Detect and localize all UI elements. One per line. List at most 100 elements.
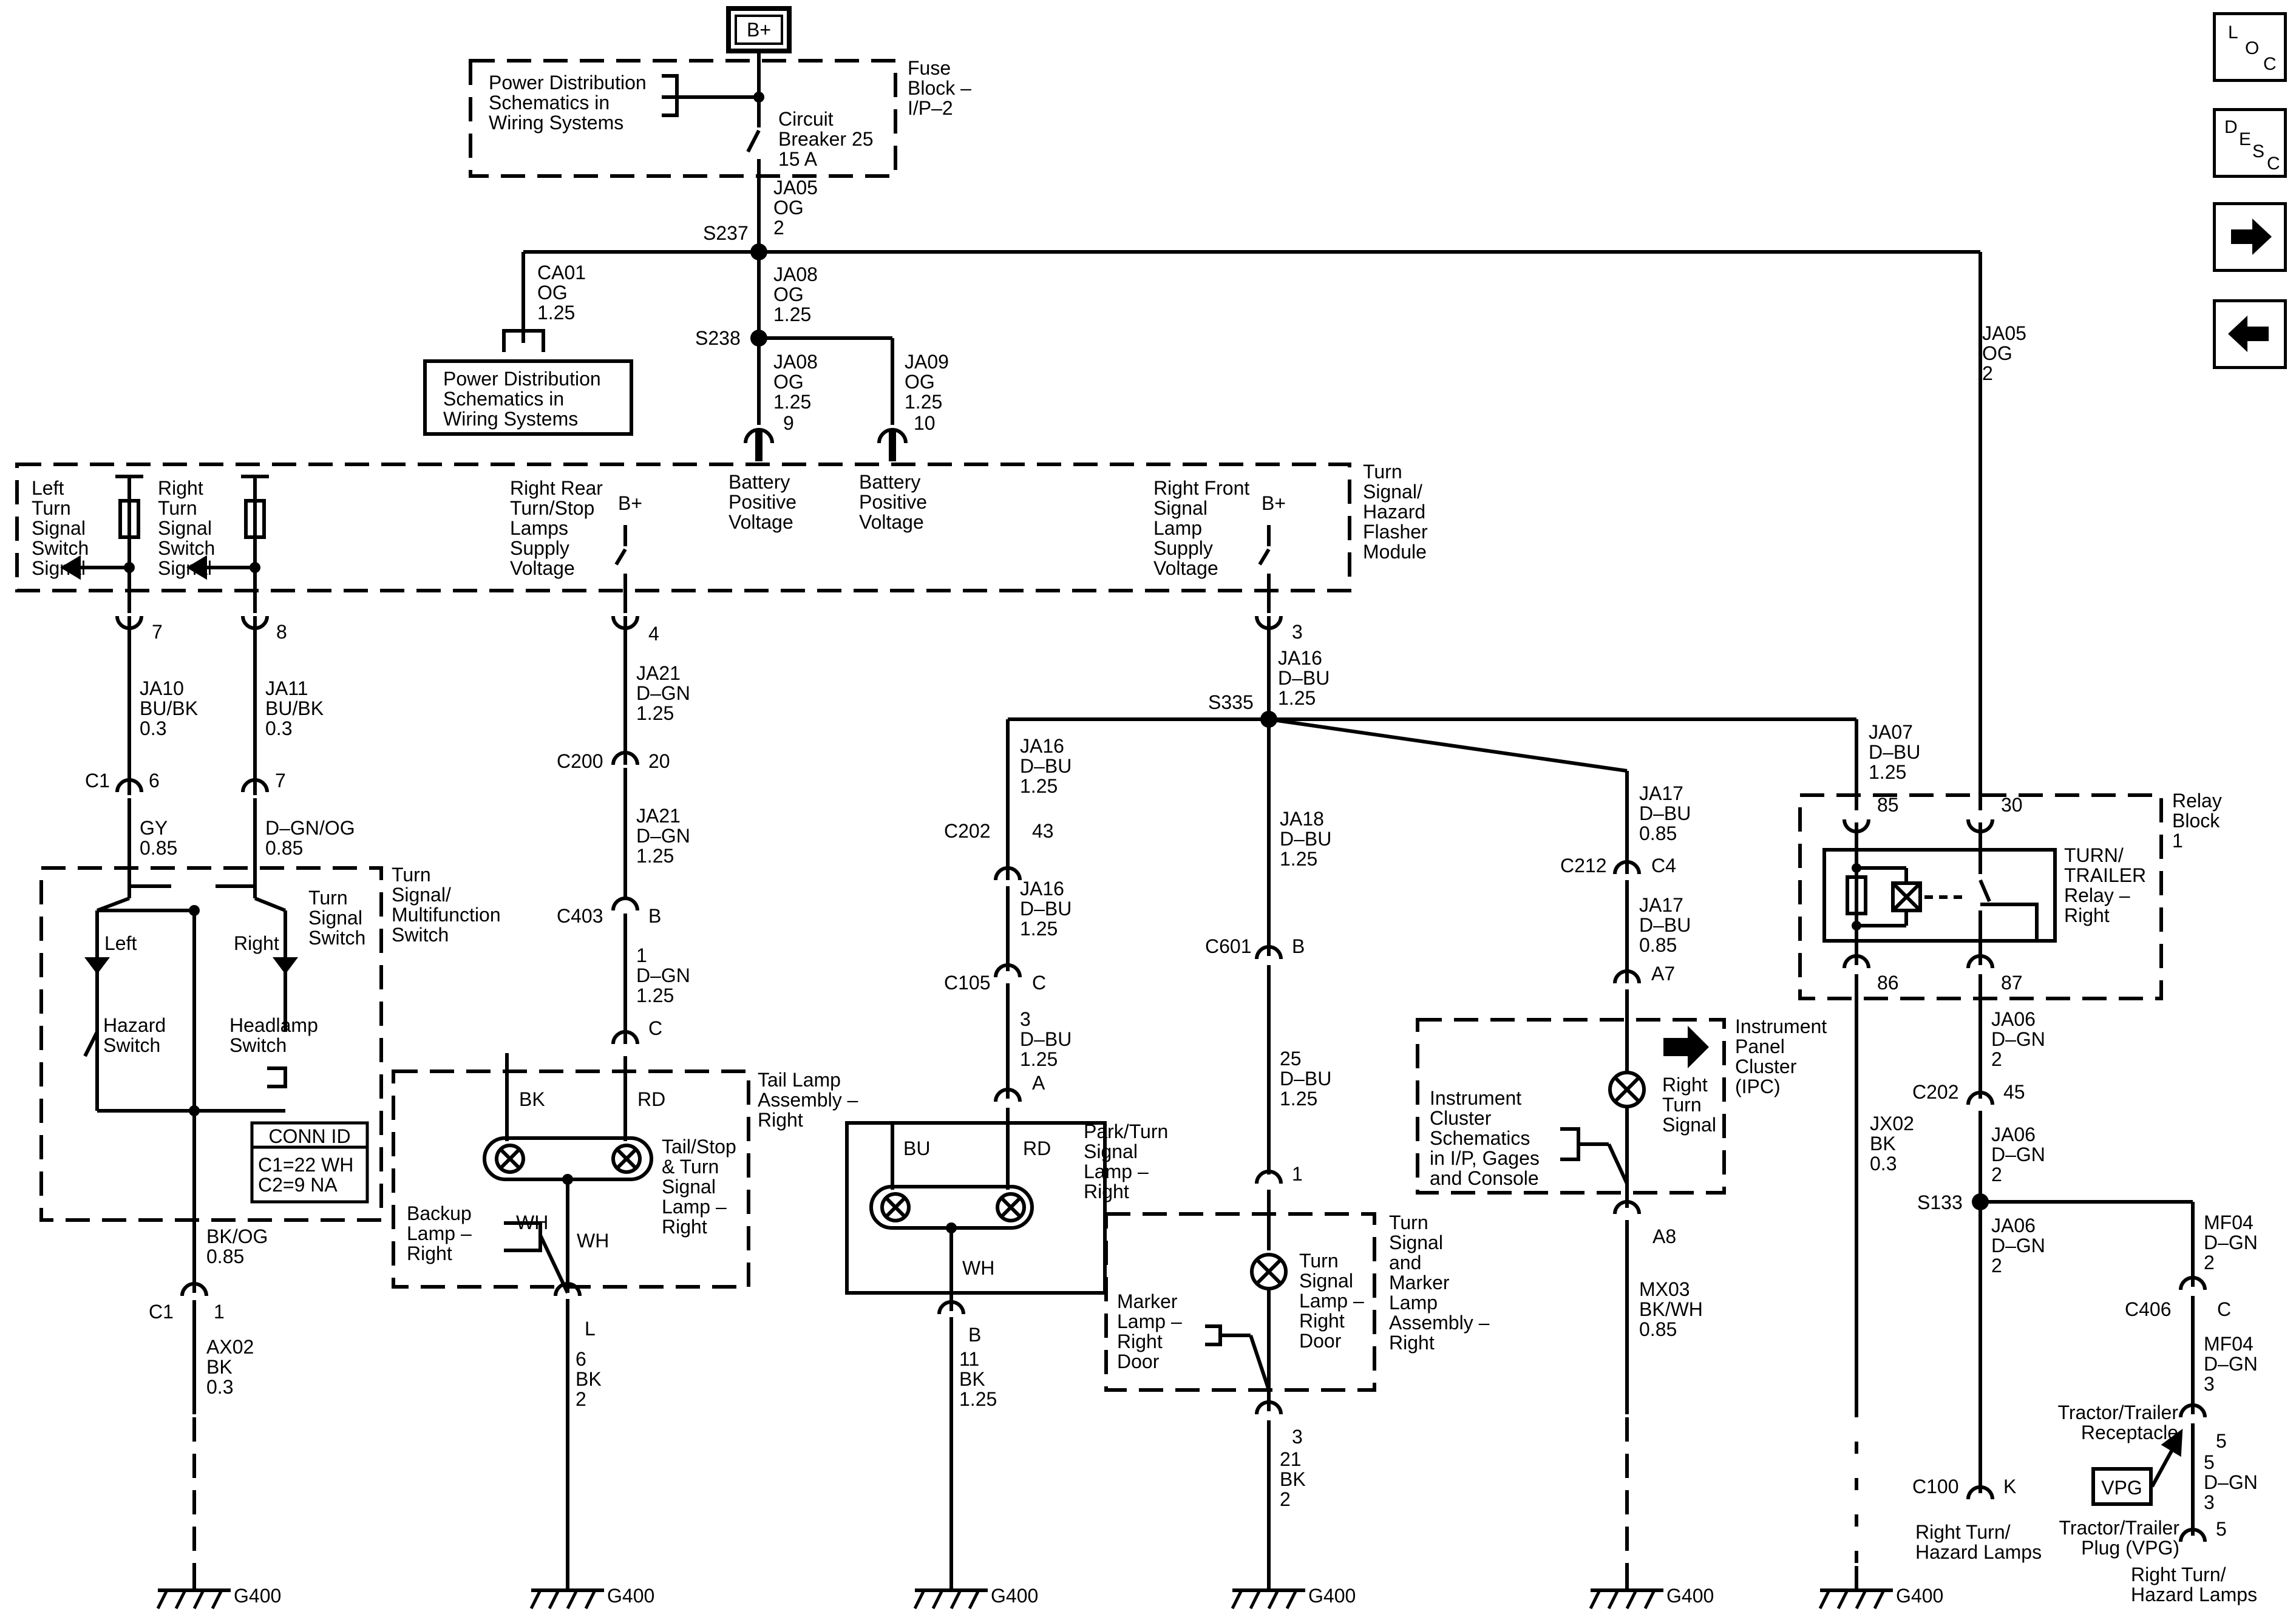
ipc-outline <box>1416 1018 1726 1195</box>
svg-text:0.85: 0.85 <box>1639 934 1677 956</box>
svg-text:Marker: Marker <box>1117 1290 1178 1312</box>
desc-button[interactable]: D E S C <box>2213 108 2287 178</box>
svg-text:Hazard: Hazard <box>1363 501 1425 523</box>
svg-text:JA06: JA06 <box>1991 1215 2036 1236</box>
svg-text:Assembly –: Assembly – <box>758 1089 858 1111</box>
svg-text:BK: BK <box>1280 1468 1306 1490</box>
svg-text:D–GN: D–GN <box>636 964 690 986</box>
svg-text:21: 21 <box>1280 1448 1302 1470</box>
svg-text:Left: Left <box>32 477 64 499</box>
svg-text:10: 10 <box>914 412 936 434</box>
svg-text:5: 5 <box>2216 1430 2227 1452</box>
svg-text:C403: C403 <box>557 905 603 927</box>
svg-text:JA16: JA16 <box>1020 735 1064 757</box>
svg-text:Right: Right <box>1389 1332 1435 1354</box>
svg-text:Turn: Turn <box>1662 1094 1702 1116</box>
svg-text:Lamps: Lamps <box>510 517 568 539</box>
svg-text:C212: C212 <box>1560 855 1607 876</box>
svg-text:D–BU: D–BU <box>1020 898 1072 920</box>
svg-text:Signal: Signal <box>1299 1270 1353 1292</box>
svg-text:BK: BK <box>519 1088 545 1110</box>
svg-text:0.3: 0.3 <box>1870 1153 1897 1175</box>
svg-text:Turn: Turn <box>158 497 197 519</box>
svg-text:Turn: Turn <box>392 864 431 886</box>
svg-text:OG: OG <box>905 371 935 393</box>
power-dist-2-line1: Power Distribution <box>443 368 601 390</box>
svg-text:Tail Lamp: Tail Lamp <box>758 1069 841 1091</box>
svg-text:C: C <box>2217 1298 2231 1320</box>
s133-label: S133 <box>1917 1192 1963 1213</box>
svg-text:Park/Turn: Park/Turn <box>1084 1120 1168 1142</box>
svg-text:GY: GY <box>140 817 168 839</box>
svg-text:Signal: Signal <box>158 517 212 539</box>
svg-text:Cluster: Cluster <box>1735 1056 1797 1077</box>
svg-text:Right Turn/: Right Turn/ <box>2131 1564 2226 1585</box>
svg-text:Turn/Stop: Turn/Stop <box>510 497 594 519</box>
svg-text:1.25: 1.25 <box>636 845 674 867</box>
svg-text:1: 1 <box>2172 830 2183 852</box>
svg-text:Signal/: Signal/ <box>1363 481 1422 503</box>
svg-text:2: 2 <box>773 217 784 239</box>
svg-text:0.3: 0.3 <box>206 1376 233 1398</box>
svg-text:JX02: JX02 <box>1870 1113 1914 1134</box>
svg-text:D–GN/OG: D–GN/OG <box>265 817 355 839</box>
svg-text:Instrument: Instrument <box>1430 1087 1521 1109</box>
svg-text:in I/P, Gages: in I/P, Gages <box>1430 1147 1540 1169</box>
svg-text:Backup: Backup <box>407 1202 472 1224</box>
svg-text:D–GN: D–GN <box>2204 1471 2258 1493</box>
svg-text:Positive: Positive <box>729 491 796 513</box>
svg-text:Supply: Supply <box>510 537 569 559</box>
svg-text:Panel: Panel <box>1735 1036 1785 1057</box>
power-dist-1-line1: Power Distribution <box>489 72 647 93</box>
svg-text:D–BU: D–BU <box>1020 1028 1072 1050</box>
svg-text:Switch: Switch <box>158 537 215 559</box>
svg-text:Right: Right <box>1117 1331 1163 1352</box>
battery-1-label: Battery <box>729 471 790 493</box>
s237-label: S237 <box>703 222 749 244</box>
svg-text:11: 11 <box>959 1348 979 1370</box>
svg-text:3: 3 <box>1292 621 1303 643</box>
svg-text:Schematics: Schematics <box>1430 1127 1530 1149</box>
svg-text:1.25: 1.25 <box>636 985 674 1006</box>
svg-text:4: 4 <box>648 623 659 645</box>
svg-text:3: 3 <box>1020 1008 1031 1030</box>
svg-text:1.25: 1.25 <box>1020 775 1058 797</box>
loc-button[interactable]: L O C <box>2213 12 2287 82</box>
svg-text:Right: Right <box>2064 904 2110 926</box>
svg-text:Lamp –: Lamp – <box>407 1222 472 1244</box>
svg-text:0.3: 0.3 <box>265 717 292 739</box>
svg-text:15 A: 15 A <box>778 148 818 170</box>
svg-text:85: 85 <box>1877 794 1899 816</box>
svg-text:1.25: 1.25 <box>959 1388 997 1410</box>
svg-text:D–BU: D–BU <box>1280 828 1331 850</box>
svg-text:D–BU: D–BU <box>1639 802 1691 824</box>
svg-text:20: 20 <box>648 750 670 772</box>
svg-text:Right: Right <box>234 932 279 954</box>
svg-text:0.3: 0.3 <box>140 717 166 739</box>
svg-text:3: 3 <box>2204 1491 2215 1513</box>
svg-text:Signal: Signal <box>1389 1232 1443 1253</box>
svg-text:BK/OG: BK/OG <box>206 1225 268 1247</box>
flasher-module-outline <box>15 463 1351 592</box>
svg-text:K: K <box>2003 1476 2016 1497</box>
svg-text:Breaker 25: Breaker 25 <box>778 128 874 150</box>
svg-text:D–GN: D–GN <box>636 682 690 704</box>
svg-text:43: 43 <box>1032 820 1054 842</box>
svg-text:Lamp: Lamp <box>1389 1292 1438 1314</box>
svg-text:G400: G400 <box>607 1585 654 1607</box>
next-page-button[interactable] <box>2213 202 2287 272</box>
svg-text:OG: OG <box>773 371 804 393</box>
svg-text:Left: Left <box>104 932 137 954</box>
svg-text:2: 2 <box>576 1388 586 1410</box>
s335-label: S335 <box>1208 691 1254 713</box>
svg-text:and: and <box>1389 1252 1421 1273</box>
svg-text:D–BU: D–BU <box>1280 1068 1331 1090</box>
svg-text:87: 87 <box>2001 972 2023 994</box>
svg-text:Receptacle: Receptacle <box>2081 1422 2178 1443</box>
svg-text:BK/WH: BK/WH <box>1639 1298 1703 1320</box>
previous-page-button[interactable] <box>2213 299 2287 369</box>
svg-text:MF04: MF04 <box>2204 1212 2254 1233</box>
svg-text:Tractor/Trailer: Tractor/Trailer <box>2059 1517 2179 1539</box>
svg-text:Turn: Turn <box>32 497 71 519</box>
